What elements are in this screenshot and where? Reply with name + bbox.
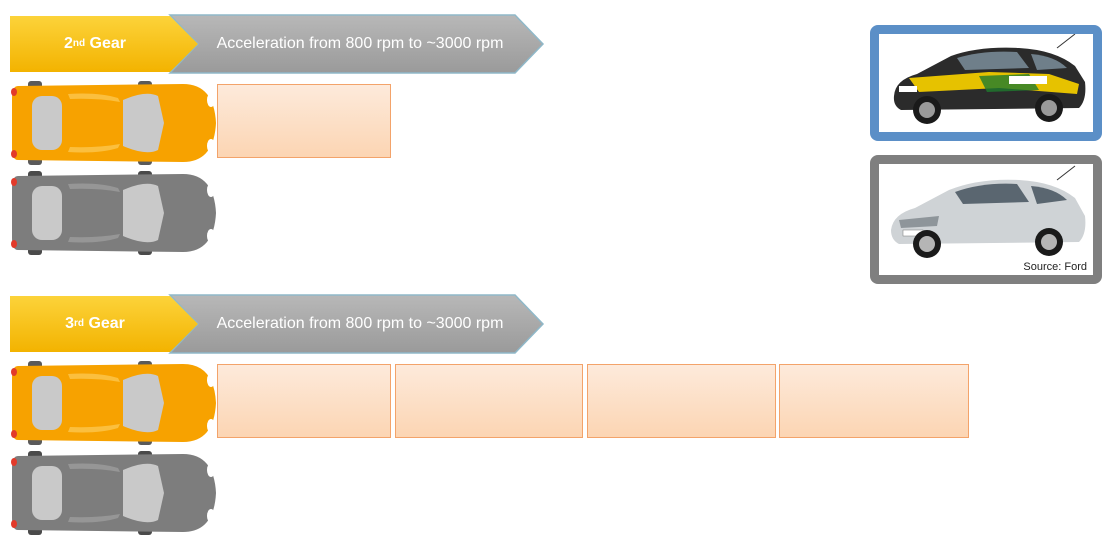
orange-car-icon xyxy=(8,358,218,448)
acceleration-segment xyxy=(587,364,776,438)
acceleration-segment xyxy=(779,364,969,438)
test-car-photo-frame xyxy=(870,25,1102,141)
gear-description: Acceleration from 800 rpm to ~3000 rpm xyxy=(216,35,504,52)
gear-number: 2 xyxy=(63,35,73,52)
chevron-arrow-shape xyxy=(10,294,545,354)
orange-car-icon xyxy=(8,78,218,168)
gear-word: Gear xyxy=(89,35,127,52)
test-car-photo xyxy=(879,33,1093,132)
gear-description: Acceleration from 800 rpm to ~3000 rpm xyxy=(216,315,504,332)
production-car-photo-frame: Source: Ford xyxy=(870,155,1102,284)
gray-car-icon xyxy=(8,448,218,538)
acceleration-segment xyxy=(217,84,391,158)
gear-number: 3 xyxy=(65,315,74,332)
gear-word: Gear xyxy=(88,315,125,332)
chevron-arrow-shape xyxy=(10,14,545,74)
acceleration-segment xyxy=(395,364,583,438)
acceleration-segment xyxy=(217,364,391,438)
image-source-caption: Source: Ford xyxy=(1023,261,1087,273)
gray-car-icon xyxy=(8,168,218,258)
production-car-photo: Source: Ford xyxy=(879,164,1093,275)
